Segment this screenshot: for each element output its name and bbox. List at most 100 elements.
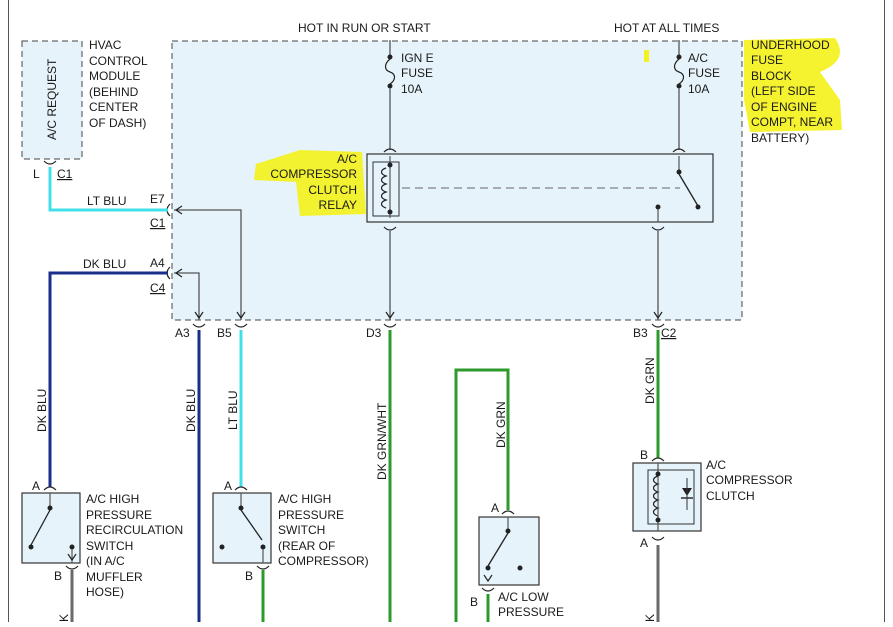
switch-dot (485, 565, 491, 571)
relay-dot (387, 162, 393, 168)
recirc-desc-line: A/C HIGH (86, 492, 139, 506)
arrow-a3 (194, 311, 204, 320)
relay-top-connector (672, 148, 686, 153)
clutch-pin-b: B (640, 448, 648, 462)
a4-to-a3-wire (174, 272, 200, 320)
arrow-e7 (174, 205, 183, 215)
relay-label: COMPRESSOR (270, 167, 357, 181)
clutch-dot (655, 517, 661, 523)
fuse-element (673, 58, 685, 85)
highlight-fuse-block (744, 38, 842, 132)
terminal-c1: C1 (150, 216, 166, 230)
e7-to-b5-wire (174, 209, 242, 320)
highlight-mark (644, 50, 649, 62)
relay-top-connector (383, 148, 397, 153)
switch-arm (487, 532, 509, 567)
low-sw-pin-a: A (491, 501, 499, 515)
relay-dot (676, 169, 682, 175)
hvac-desc-line: CENTER (89, 100, 139, 114)
switch-top-connector (234, 486, 248, 491)
lt-blu-b5-label: LT BLU (226, 390, 240, 430)
low-sw-desc-line: A/C LOW (498, 590, 549, 604)
k-right-label: K (643, 614, 657, 622)
ign-fuse-label: IGN E (401, 51, 434, 65)
recirc-desc-line: MUFFLER (86, 570, 143, 584)
conn-b5 (234, 323, 248, 328)
switch-arm (30, 509, 51, 546)
conn-a3 (192, 323, 206, 328)
k-left-label: K (57, 614, 71, 622)
fuse-terminal (676, 54, 682, 60)
hvac-conn-c1: C1 (57, 167, 73, 181)
clutch-bottom-connector (651, 536, 665, 541)
clutch-body (632, 462, 702, 532)
arrow-a4 (174, 268, 183, 278)
ac-fuse-label: A/C (688, 51, 708, 65)
hvac-request-label: A/C REQUEST (45, 58, 59, 140)
relay-bottom-connector (383, 226, 397, 231)
compressor-clutch-relay: A/C COMPRESSOR CLUTCH RELAY (270, 148, 714, 231)
recirc-desc-line: HOSE) (86, 585, 124, 599)
switch-dot (238, 505, 244, 511)
switch-top-connector (501, 510, 515, 515)
clutch-desc-line: COMPRESSOR (706, 473, 793, 487)
switch-body (212, 492, 272, 564)
arrow-b5 (236, 311, 246, 320)
switch-arm (240, 509, 263, 541)
switch-body (21, 492, 81, 564)
clutch-dot (655, 471, 661, 477)
conn-d3 (383, 323, 397, 328)
switch-body (478, 516, 540, 586)
arrow-b3 (653, 311, 663, 320)
terminal-e7: E7 (150, 192, 165, 206)
dk-grn-wire-low-sw (454, 368, 510, 622)
terminal-c2: C2 (661, 326, 677, 340)
switch-bottom-connector (481, 587, 495, 592)
hvac-module-outline (21, 40, 83, 160)
ign-e-fuse: IGN E FUSE 10A (384, 51, 434, 150)
fuse-block-desc-line: UNDERHOOD (751, 38, 830, 52)
clutch-pin-a: A (640, 536, 648, 550)
switch-dot (47, 505, 53, 511)
low-sw-pin-b: B (470, 595, 478, 609)
high-sw-pin-a: A (224, 479, 232, 493)
clutch-inner-box (647, 469, 695, 525)
clutch-coil (652, 475, 660, 517)
switch-dot (260, 544, 266, 550)
fuse-block-desc-line: OF ENGINE (751, 100, 817, 114)
ign-fuse-label: 10A (401, 82, 422, 96)
switch-dot (517, 565, 523, 571)
switch-top-connector (43, 486, 57, 491)
switch-dot (505, 528, 511, 534)
hvac-desc-line: OF DASH) (89, 116, 146, 130)
recirc-pin-a: A (32, 479, 40, 493)
ac-fuse-label: 10A (688, 82, 709, 96)
ac-compressor-clutch: B A A/C COMPRESSOR CLUTCH (632, 448, 793, 550)
ac-fuse: A/C FUSE 10A (673, 51, 720, 150)
hot-in-run-label: HOT IN RUN OR START (298, 21, 431, 35)
hvac-desc-line: HVAC (89, 38, 122, 52)
relay-bottom-connector (651, 226, 665, 231)
fuse-block-desc-line: FUSE (751, 53, 783, 67)
recirc-desc-line: PRESSURE (86, 508, 152, 522)
dk-blu-wire-recirc (48, 271, 168, 487)
terminal-a3: A3 (175, 326, 190, 340)
terminal-d3: D3 (366, 326, 382, 340)
hvac-desc-line: CONTROL (89, 54, 148, 68)
relay-switch-arm (678, 173, 699, 207)
fuse-block-description: UNDERHOOD FUSE BLOCK (LEFT SIDE OF ENGIN… (751, 38, 833, 145)
hvac-pin-l: L (33, 167, 40, 181)
relay-dot (695, 204, 701, 210)
hvac-desc-line: (BEHIND (89, 85, 139, 99)
fuse-terminal (387, 83, 393, 89)
ac-low-pressure-switch: A B A/C LOW PRESSURE (470, 501, 564, 622)
fuse-terminal (676, 83, 682, 89)
switch-dot (219, 544, 225, 550)
hot-at-all-label: HOT AT ALL TIMES (614, 21, 719, 35)
recirc-pin-b: B (54, 569, 62, 583)
dk-grn-wht-label: DK GRN/WHT (375, 402, 389, 480)
conn-b3 (651, 323, 665, 328)
clutch-desc-line: CLUTCH (706, 489, 755, 503)
recirc-desc-line: RECIRCULATION (86, 523, 183, 537)
